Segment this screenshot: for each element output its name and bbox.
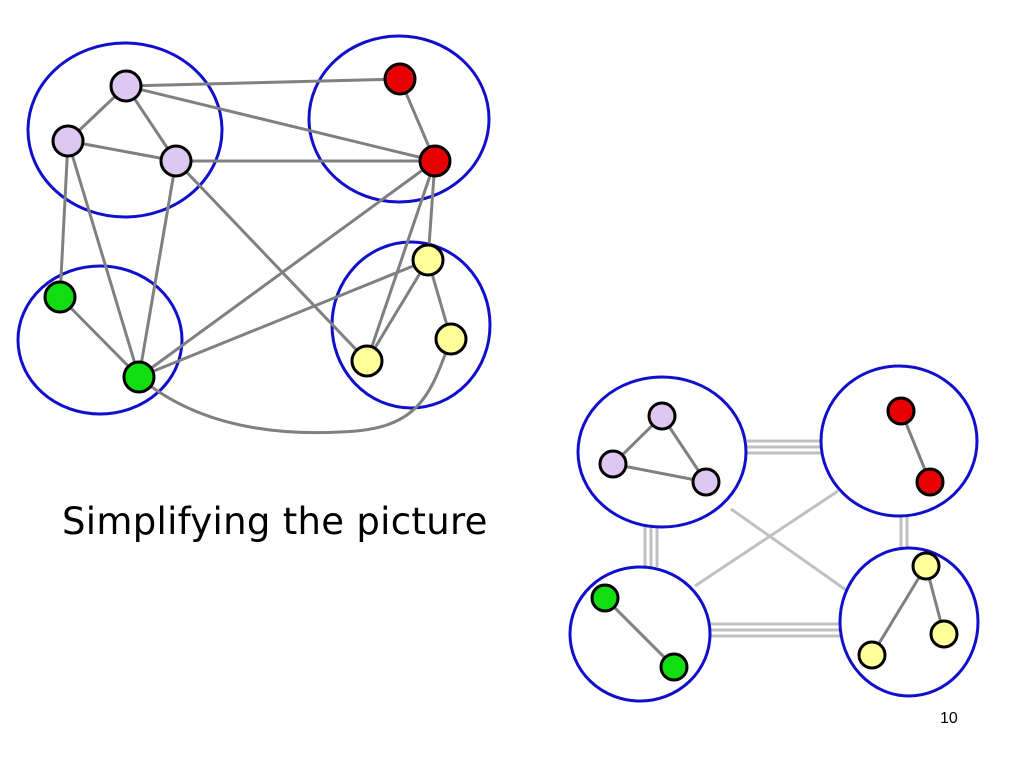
cluster-red: [307, 34, 491, 204]
edge-g1-g2: [58, 295, 141, 379]
edge-p1-r2: [125, 84, 436, 163]
cluster-link-purple-yellow: [730, 507, 847, 592]
edge-y1-g2: [138, 258, 429, 379]
node-y3: [434, 322, 468, 356]
cluster-green: [16, 264, 184, 416]
edge-y3-g2: [138, 338, 453, 435]
node-p2: [598, 449, 628, 479]
node-p2: [51, 124, 85, 158]
node-r2: [915, 467, 945, 497]
cluster-yellow: [838, 546, 980, 698]
edge-r2-g2: [138, 159, 436, 379]
edge-p2-p3: [612, 462, 707, 484]
cluster-red: [819, 364, 979, 518]
node-y1: [411, 243, 445, 277]
node-r1: [383, 62, 417, 96]
node-g2: [122, 360, 156, 394]
edge-g1-g2: [603, 596, 676, 669]
edge-p2-g1: [58, 140, 70, 298]
edge-p3-g2: [137, 160, 178, 378]
caption: Simplifying the picture: [62, 500, 488, 543]
node-g2: [659, 652, 689, 682]
edge-y1-y2: [870, 565, 928, 656]
node-p1: [647, 401, 677, 431]
node-r1: [886, 396, 916, 426]
original-graph: [16, 34, 492, 435]
node-p1: [109, 69, 143, 103]
cluster-purple: [26, 41, 224, 219]
edge-r2-y1: [426, 160, 437, 261]
cluster-link-red-green: [694, 489, 839, 588]
edge-p2-g2: [66, 140, 141, 378]
simplified-graph: [568, 364, 980, 703]
node-y3: [929, 619, 959, 649]
page-number: 10: [940, 710, 958, 727]
node-g1: [43, 280, 77, 314]
node-y2: [350, 344, 384, 378]
node-p3: [159, 144, 193, 178]
edge-y1-y2: [365, 259, 430, 362]
edge-p3-y2: [174, 159, 369, 363]
node-y2: [857, 640, 887, 670]
edge-r2-y2: [365, 160, 437, 362]
cluster-purple: [576, 375, 748, 529]
node-g1: [590, 583, 620, 613]
edge-p1-r1: [125, 77, 401, 88]
cluster-green: [568, 565, 712, 703]
node-p3: [691, 467, 721, 497]
node-y1: [911, 551, 941, 581]
node-r2: [418, 144, 452, 178]
edge-p2-p3: [67, 139, 177, 163]
